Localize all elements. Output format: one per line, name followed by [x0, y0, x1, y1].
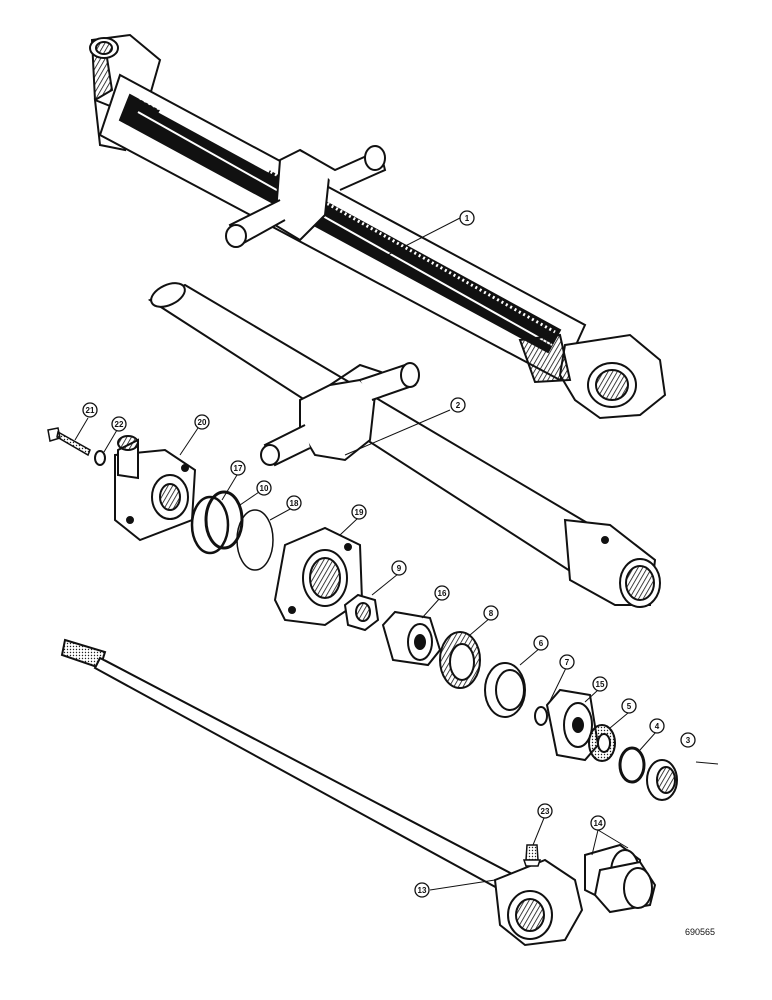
callout-19: 19 — [351, 504, 367, 520]
callout-label: 1 — [465, 214, 470, 223]
callout-label: 18 — [290, 499, 299, 508]
callout-8: 8 — [483, 605, 499, 621]
figure-code: 690565 — [685, 927, 715, 937]
callout-10: 10 — [256, 480, 272, 496]
piston-part — [381, 610, 442, 667]
callout-circle — [483, 605, 499, 621]
callout-17: 17 — [230, 460, 246, 476]
leader-line — [344, 409, 451, 456]
grease-fitting-part — [522, 844, 542, 867]
nut-part — [343, 593, 380, 632]
callout-4: 4 — [649, 718, 665, 734]
callout-circle — [434, 585, 450, 601]
ring-part — [236, 509, 274, 571]
cylinder-barrel — [147, 282, 661, 608]
callout-21: 21 — [82, 402, 98, 418]
callout-label: 4 — [655, 722, 660, 731]
callout-18: 18 — [286, 495, 302, 511]
wiper-part — [646, 759, 678, 801]
gland-part — [545, 688, 600, 762]
callout-circle — [592, 676, 608, 692]
callout-22: 22 — [111, 416, 127, 432]
callout-label: 17 — [234, 464, 243, 473]
callout-9: 9 — [391, 560, 407, 576]
leader-line — [377, 217, 461, 261]
callout-16: 16 — [434, 585, 450, 601]
wear-ring-part — [439, 631, 481, 689]
callout-label: 2 — [456, 401, 461, 410]
callout-circle — [450, 397, 466, 413]
callout-label: 3 — [686, 736, 691, 745]
callout-circle — [459, 210, 475, 226]
callout-label: 6 — [539, 639, 544, 648]
callout-circle — [111, 416, 127, 432]
callout-14: 14 — [590, 815, 606, 831]
callout-2: 2 — [450, 397, 466, 413]
callout-13: 13 — [414, 882, 430, 898]
callout-label: 9 — [397, 564, 402, 573]
callout-label: 14 — [594, 819, 603, 828]
head-flange-part — [114, 435, 197, 542]
callout-circle — [286, 495, 302, 511]
callout-label: 15 — [596, 680, 605, 689]
piston-seal-part — [484, 662, 526, 718]
callout-label: 8 — [489, 609, 494, 618]
small-o-ring-part — [534, 706, 548, 726]
callout-circle — [621, 698, 637, 714]
piston-rod-part — [60, 638, 584, 947]
callout-7: 7 — [559, 654, 575, 670]
bolt-part — [47, 427, 91, 457]
callout-circle — [559, 654, 575, 670]
callout-circle — [256, 480, 272, 496]
callout-label: 21 — [86, 406, 95, 415]
callout-6: 6 — [533, 635, 549, 651]
callout-label: 16 — [438, 589, 447, 598]
rod-seal-part — [588, 724, 616, 762]
callout-circle — [391, 560, 407, 576]
callout-circle — [533, 635, 549, 651]
callout-1: 1 — [459, 210, 475, 226]
callout-label: 5 — [627, 702, 632, 711]
mounting-plate-part — [273, 526, 364, 627]
callout-15: 15 — [592, 676, 608, 692]
callout-circle — [230, 460, 246, 476]
callout-circle — [194, 414, 210, 430]
callout-circle — [414, 882, 430, 898]
callout-23: 23 — [537, 803, 553, 819]
bushing-part — [584, 843, 657, 914]
callout-label: 13 — [418, 886, 427, 895]
callout-label: 22 — [115, 420, 124, 429]
callout-group: 1 2 21 22 20 17 10 18 19 9 16 8 6 7 15 5 4 3 23 14 13 — [82, 210, 696, 898]
callout-20: 20 — [194, 414, 210, 430]
callout-circle — [82, 402, 98, 418]
o-ring-part — [190, 495, 230, 555]
callout-circle — [680, 732, 696, 748]
callout-circle — [537, 803, 553, 819]
callout-label: 7 — [565, 658, 570, 667]
lock-washer-part — [94, 450, 106, 466]
callout-label: 23 — [541, 807, 550, 816]
callout-label: 20 — [198, 418, 207, 427]
wiper-ring-part — [618, 746, 646, 784]
callout-3: 3 — [680, 732, 696, 748]
callout-circle — [351, 504, 367, 520]
callout-circle — [649, 718, 665, 734]
callout-label: 19 — [355, 508, 364, 517]
callout-circle — [590, 815, 606, 831]
callout-label: 10 — [260, 484, 269, 493]
callout-5: 5 — [621, 698, 637, 714]
cylinder-assembly — [89, 33, 667, 420]
